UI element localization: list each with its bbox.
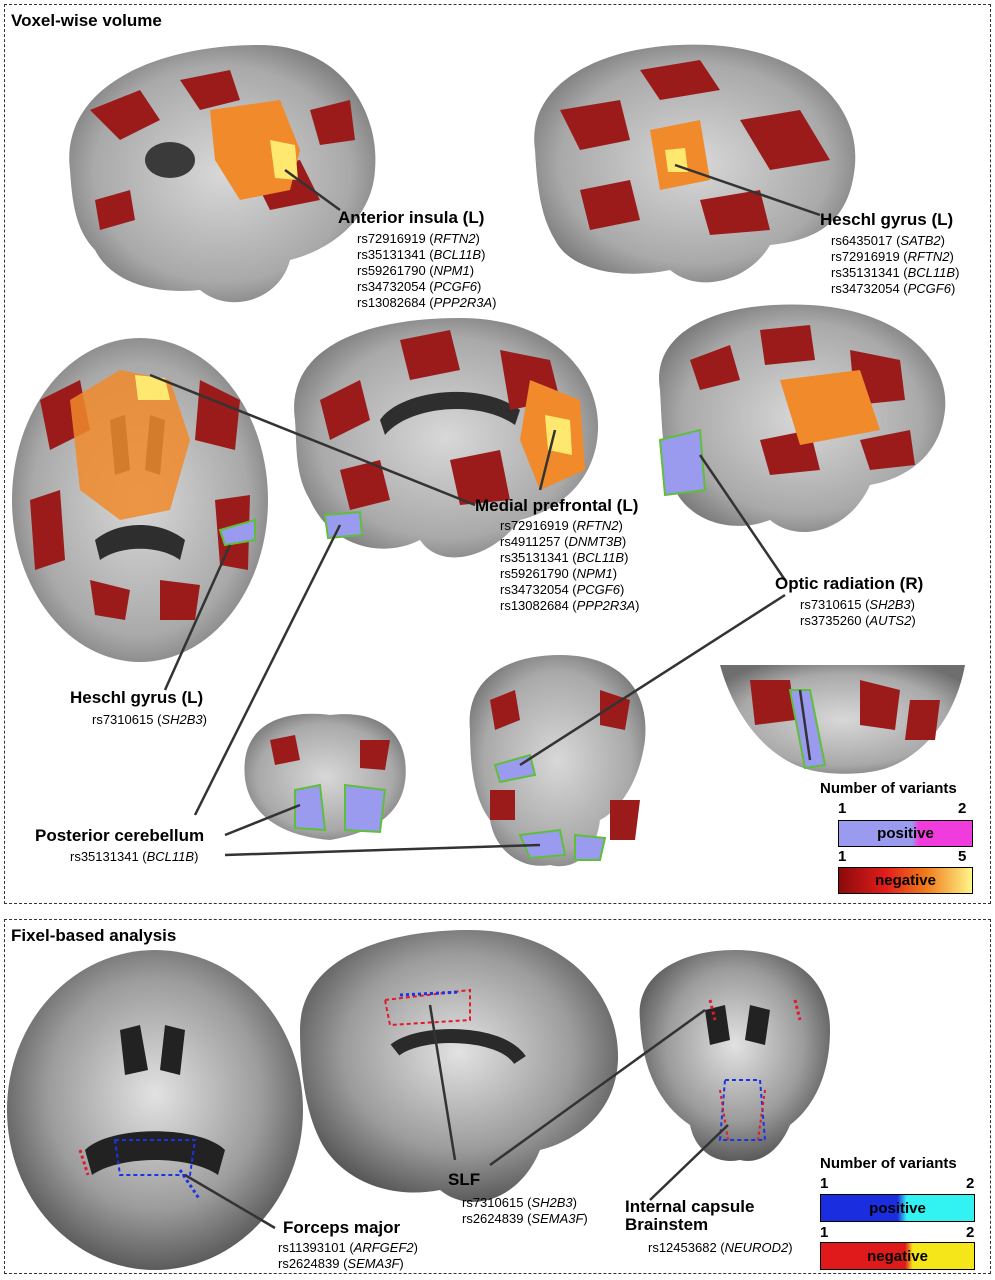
label-anterior-insula: Anterior insula (L) <box>338 208 485 227</box>
label-forceps-major: Forceps major <box>283 1218 401 1237</box>
fixel-legend-title: Number of variants <box>820 1155 957 1172</box>
snp-line: rs3735260 (AUTS2) <box>800 613 916 628</box>
fixel-panel: Fixel-based analysis <box>4 919 991 1274</box>
brain-axial-mid-left <box>12 338 268 662</box>
snp-line: rs59261790 (NPM1) <box>500 566 618 581</box>
snp-line: rs13082684 (PPP2R3A) <box>357 295 497 310</box>
label-brainstem: Brainstem <box>625 1215 709 1234</box>
voxel-legend-neg-min: 1 <box>838 848 847 865</box>
snp-line: rs35131341 (BCL11B) <box>831 265 960 280</box>
label-internal-capsule: Internal capsule <box>625 1197 755 1216</box>
snp-line: rs2624839 (SEMA3F) <box>278 1256 404 1271</box>
snp-line: rs35131341 (BCL11B) <box>500 550 629 565</box>
brain-coronal-voxel-center <box>469 655 646 867</box>
snp-line: rs7310615 (SH2B3) <box>462 1195 577 1210</box>
snp-line: rs6435017 (SATB2) <box>831 233 945 248</box>
voxel-wise-panel: Voxel-wise volume <box>4 4 991 904</box>
fixel-legend-negative-label: negative <box>867 1247 928 1265</box>
snp-line: rs4911257 (DNMT3B) <box>500 534 627 549</box>
voxel-legend-pos-max: 2 <box>958 800 967 817</box>
fixel-connector-lines <box>184 1004 729 1230</box>
snp-list-heschl-bottom: rs7310615 (SH2B3) <box>92 712 207 728</box>
snp-line: rs72916919 (RFTN2) <box>831 249 954 264</box>
label-heschl-gyrus-top: Heschl gyrus (L) <box>820 210 954 229</box>
snp-line: rs35131341 (BCL11B) <box>357 247 486 262</box>
snp-list-forceps-major: rs11393101 (ARFGEF2) rs2624839 (SEMA3F) <box>278 1240 418 1272</box>
snp-line: rs11393101 (ARFGEF2) <box>278 1240 418 1255</box>
snp-list-slf: rs7310615 (SH2B3) rs2624839 (SEMA3F) <box>462 1195 588 1227</box>
fixel-legend-positive-label: positive <box>869 1199 926 1217</box>
fixel-legend-positive-bar: positive <box>820 1194 975 1222</box>
snp-list-optic-radiation: rs7310615 (SH2B3) rs3735260 (AUTS2) <box>800 597 916 629</box>
voxel-legend-negative-label: negative <box>875 872 936 889</box>
snp-line: rs7310615 (SH2B3) <box>800 597 915 612</box>
voxel-legend-neg-max: 5 <box>958 848 967 865</box>
snp-list-anterior-insula: rs72916919 (RFTN2) rs35131341 (BCL11B) r… <box>357 231 497 311</box>
brain-fixel-sagittal <box>300 930 619 1202</box>
label-posterior-cerebellum: Posterior cerebellum <box>35 826 205 845</box>
snp-line: rs34732054 (PCGF6) <box>500 582 625 597</box>
snp-line: rs2624839 (SEMA3F) <box>462 1211 588 1226</box>
snp-line: rs7310615 (SH2B3) <box>92 712 207 727</box>
snp-line: rs13082684 (PPP2R3A) <box>500 598 640 613</box>
snp-list-posterior-cerebellum: rs35131341 (BCL11B) <box>70 849 198 865</box>
fixel-legend-neg-max: 2 <box>966 1224 975 1241</box>
fixel-legend-pos-max: 2 <box>966 1175 975 1192</box>
voxel-legend-title: Number of variants <box>820 780 957 797</box>
label-slf: SLF <box>448 1170 481 1189</box>
snp-line: rs59261790 (NPM1) <box>357 263 475 278</box>
voxel-legend-positive-label: positive <box>877 825 934 842</box>
brain-cerebellum-axial <box>244 713 406 840</box>
label-optic-radiation: Optic radiation (R) <box>775 574 924 593</box>
fixel-panel-title: Fixel-based analysis <box>11 926 177 945</box>
fixel-legend-pos-min: 1 <box>820 1175 829 1192</box>
voxel-legend-pos-min: 1 <box>838 800 847 817</box>
snp-line: rs12453682 (NEUROD2) <box>648 1240 793 1255</box>
voxel-legend-positive-bar: positive <box>838 820 973 847</box>
fixel-legend-negative-bar: negative <box>820 1242 975 1270</box>
fixel-legend-neg-min: 1 <box>820 1224 829 1241</box>
brain-sagittal-top-right <box>534 44 856 283</box>
brain-sagittal-mid-center <box>294 318 599 558</box>
snp-line: rs35131341 (BCL11B) <box>70 849 199 864</box>
snp-list-medial-prefrontal: rs72916919 (RFTN2) rs4911257 (DNMT3B) rs… <box>500 518 640 614</box>
brain-fixel-coronal <box>639 950 830 1161</box>
voxel-connector-lines <box>149 163 821 857</box>
brain-sagittal-top-left <box>69 45 376 303</box>
snp-line: rs34732054 (PCGF6) <box>357 279 482 294</box>
snp-line: rs72916919 (RFTN2) <box>357 231 480 246</box>
label-heschl-gyrus-bottom: Heschl gyrus (L) <box>70 688 204 707</box>
brain-sagittal-mid-right <box>658 304 946 533</box>
label-medial-prefrontal: Medial prefrontal (L) <box>475 496 639 515</box>
brain-fixel-axial <box>7 950 303 1270</box>
voxel-panel-title: Voxel-wise volume <box>11 11 162 30</box>
snp-line: rs72916919 (RFTN2) <box>500 518 623 533</box>
snp-list-internal-capsule: rs12453682 (NEUROD2) <box>648 1240 793 1256</box>
snp-list-heschl-top: rs6435017 (SATB2) rs72916919 (RFTN2) rs3… <box>831 233 959 297</box>
voxel-legend-negative-bar: negative <box>838 867 973 894</box>
snp-line: rs34732054 (PCGF6) <box>831 281 956 296</box>
brain-coronal-voxel-right <box>720 665 965 774</box>
